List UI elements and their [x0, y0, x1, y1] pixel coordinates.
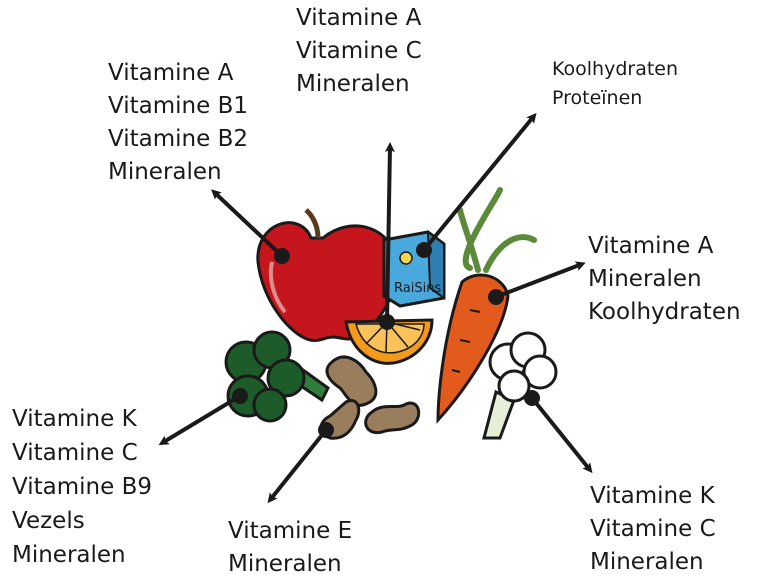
label-carrot: Vitamine A Mineralen Koolhydraten — [588, 230, 741, 329]
label-orange: Vitamine A Vitamine C Mineralen — [296, 2, 422, 101]
nutrient-text: Vitamine K — [12, 402, 152, 436]
arrow-peanuts — [270, 430, 326, 500]
nutrient-text: Mineralen — [228, 548, 352, 581]
nutrient-text: Vitamine K — [590, 480, 716, 513]
nutrient-text: Koolhydraten — [552, 55, 678, 84]
nutrient-text: Koolhydraten — [588, 296, 741, 329]
nutrient-text: Vitamine A — [588, 230, 741, 263]
broccoli-illustration — [226, 332, 328, 421]
arrow-apple — [214, 192, 282, 256]
nutrient-text: Vitamine B9 — [12, 470, 152, 504]
nutrient-text: Vitamine C — [590, 513, 716, 546]
label-cauliflower: Vitamine K Vitamine C Mineralen — [590, 480, 716, 579]
raisin-box-text: RaiSins — [394, 281, 441, 296]
nutrient-text: Vitamine A — [296, 2, 422, 35]
nutrient-text: Vezels — [12, 504, 152, 538]
nutrient-text: Mineralen — [108, 156, 248, 189]
label-raisins: Koolhydraten Proteïnen — [552, 55, 678, 113]
label-broccoli: Vitamine K Vitamine C Vitamine B9 Vezels… — [12, 402, 152, 572]
cauliflower-illustration — [484, 333, 556, 438]
raisin-box-illustration: RaiSins — [384, 232, 444, 306]
nutrient-text: Mineralen — [588, 263, 741, 296]
label-peanuts: Vitamine E Mineralen — [228, 515, 352, 581]
arrow-broccoli — [162, 396, 240, 443]
nutrient-text: Vitamine C — [296, 35, 422, 68]
label-apple: Vitamine A Vitamine B1 Vitamine B2 Miner… — [108, 57, 248, 189]
nutrient-text: Mineralen — [12, 538, 152, 572]
nutrient-text: Proteïnen — [552, 84, 678, 113]
nutrient-text: Vitamine A — [108, 57, 248, 90]
arrow-cauliflower — [532, 398, 590, 470]
nutrient-text: Mineralen — [590, 546, 716, 579]
arrow-carrot — [496, 264, 582, 297]
nutrient-text: Mineralen — [296, 68, 422, 101]
nutrient-text: Vitamine B2 — [108, 123, 248, 156]
nutrient-text: Vitamine C — [12, 436, 152, 470]
nutrient-text: Vitamine E — [228, 515, 352, 548]
peanuts-illustration — [321, 357, 419, 438]
nutrient-text: Vitamine B1 — [108, 90, 248, 123]
